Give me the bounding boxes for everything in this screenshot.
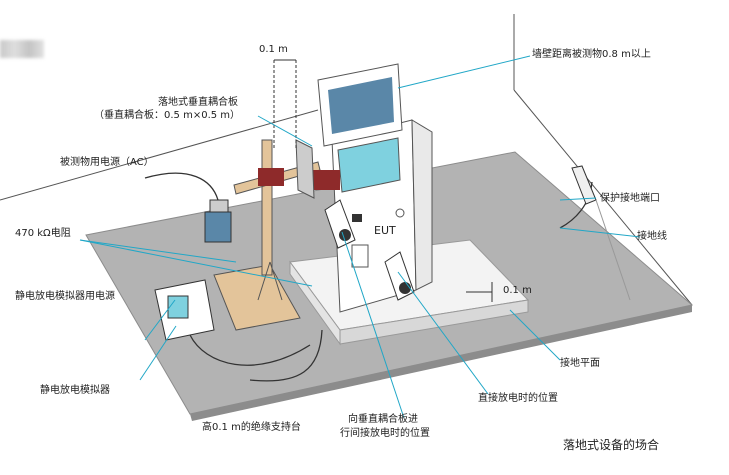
vertical-coupling-plane-stand xyxy=(213,139,340,331)
esd-power-label: 静电放电模拟器用电源 xyxy=(15,291,115,302)
clamp-left xyxy=(258,168,284,186)
dimension-markers xyxy=(273,59,493,302)
eut-upper-screen xyxy=(328,77,394,134)
ground-terminal-label: 保护接地端口 xyxy=(600,193,660,204)
eut-label: EUT xyxy=(374,224,396,237)
esd-simulator-body xyxy=(154,279,215,341)
wall-distance-label: 墙壁距离被测物0.8 m以上 xyxy=(532,49,651,60)
esd-simulator-label: 静电放电模拟器 xyxy=(40,385,110,396)
direct-position-label: 直接放电时的位置 xyxy=(478,393,558,404)
esd-gun-direct xyxy=(384,251,415,301)
indirect-position-label-2: 行间接放电时的位置 xyxy=(340,428,430,439)
eut-power-supply xyxy=(204,199,232,243)
leader-lines xyxy=(79,55,641,419)
eut-knob xyxy=(395,208,405,218)
ground-plane-edge xyxy=(190,305,692,421)
ground-plane-label: 接地平面 xyxy=(560,358,600,369)
height-gap-label: 0.1 m xyxy=(503,285,532,296)
clamp-right xyxy=(312,170,340,190)
eut-power-label: 被测物用电源（AC） xyxy=(60,157,154,168)
eut-slot xyxy=(352,214,362,222)
room-wall xyxy=(0,14,693,306)
coupling-plate xyxy=(295,139,315,199)
vcp-title-label: 落地式垂直耦合板 xyxy=(158,97,238,108)
ground-wire-label: 接地线 xyxy=(637,231,667,242)
resistor-label: 470 kΩ电阻 xyxy=(15,228,71,239)
eut-lower-screen xyxy=(337,137,401,193)
ground-terminal-strip xyxy=(571,165,631,301)
blurred-logo xyxy=(0,40,44,58)
diagram-caption: 落地式设备的场合 xyxy=(563,438,660,452)
indirect-position-label-1: 向垂直耦合板进 xyxy=(348,414,418,425)
wall-gap-label: 0.1 m xyxy=(259,44,288,55)
vcp-size-label: （垂直耦合板：0.5 m×0.5 m） xyxy=(94,110,241,121)
eut-panel xyxy=(351,244,369,268)
support-label: 高0.1 m的绝缘支持台 xyxy=(202,422,301,433)
